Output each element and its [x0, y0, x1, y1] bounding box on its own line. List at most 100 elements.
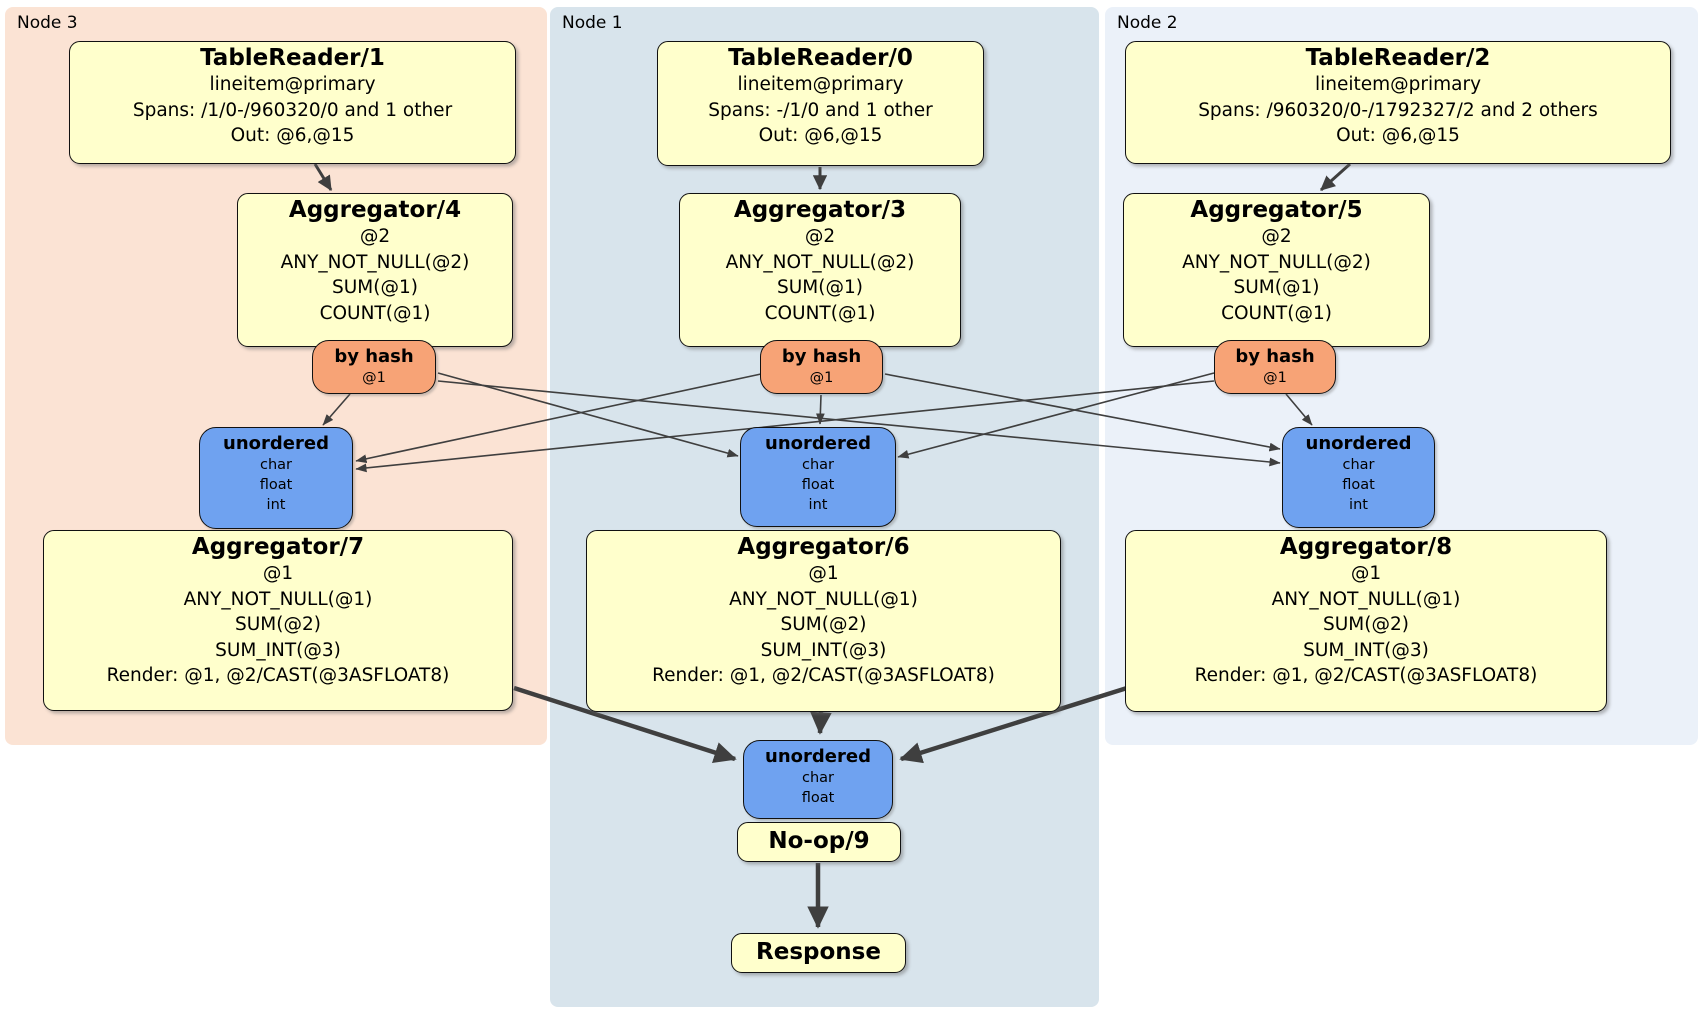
node-detail: float: [801, 477, 835, 493]
node-detail: ANY_NOT_NULL(@1): [1271, 588, 1461, 610]
node-detail: int: [266, 497, 286, 513]
edge-by-hash-5-to-unordered-8: [1285, 393, 1313, 426]
node-title: unordered: [765, 746, 871, 767]
edge-table-reader-2-to-aggregator-5: [1319, 162, 1352, 192]
node-detail: SUM(@2): [780, 614, 867, 635]
node-detail: char: [801, 457, 834, 473]
node-detail: Render: @1, @2/CAST(@3ASFLOAT8): [652, 665, 995, 686]
node-detail: char: [1342, 457, 1375, 473]
node-detail: SUM_INT(@3): [1303, 639, 1429, 661]
node-title: Aggregator/5: [1190, 197, 1363, 223]
node-title: TableReader/0: [728, 45, 913, 71]
node-detail: lineitem@primary: [209, 74, 376, 95]
region-label-node3: Node 3: [17, 13, 78, 33]
router-by-hash-5: by hash @1: [1214, 340, 1336, 394]
node-detail: int: [808, 497, 828, 513]
edge-by-hash-4-to-unordered-8: [437, 380, 1281, 467]
node-title: TableReader/1: [200, 45, 385, 71]
node-detail: COUNT(@1): [1221, 302, 1332, 324]
node-detail: Out: @6,@15: [230, 125, 355, 146]
node-title: Aggregator/4: [288, 197, 462, 223]
node-detail: ANY_NOT_NULL(@1): [729, 588, 918, 610]
node-detail: @1: [1263, 370, 1287, 386]
edge-by-hash-3-to-unordered-8: [884, 373, 1281, 452]
node-title: Aggregator/6: [737, 534, 910, 560]
edge-table-reader-1-to-aggregator-4: [313, 163, 333, 192]
node-detail: @1: [262, 563, 294, 584]
node-detail: ANY_NOT_NULL(@1): [183, 588, 373, 610]
node-title: Response: [756, 939, 881, 965]
node-detail: Spans: /1/0-/960320/0 and 1 other: [132, 99, 453, 121]
node-detail: char: [259, 457, 292, 473]
node-title: unordered: [223, 433, 329, 454]
node-detail: COUNT(@1): [764, 302, 876, 324]
node-detail: SUM_INT(@3): [760, 639, 887, 661]
node-detail: SUM(@2): [1323, 614, 1409, 635]
node-detail: float: [1342, 477, 1375, 493]
router-by-hash-3: by hash @1: [760, 340, 883, 394]
node-detail: @1: [809, 370, 834, 386]
node-detail: Spans: -/1/0 and 1 other: [708, 99, 933, 121]
node-detail: lineitem@primary: [1314, 74, 1482, 95]
node-detail: ANY_NOT_NULL(@2): [725, 251, 915, 273]
edge-by-hash-3-to-unordered-7: [355, 373, 762, 464]
node-detail: Render: @1, @2/CAST(@3ASFLOAT8): [1194, 665, 1538, 686]
processor-response: Response: [731, 933, 906, 973]
node-detail: SUM_INT(@3): [215, 639, 341, 661]
node-detail: Out: @6,@15: [758, 125, 883, 146]
node-title: Aggregator/3: [733, 197, 907, 223]
router-by-hash-4: by hash @1: [312, 340, 436, 394]
sync-unordered-7: unordered char float int: [199, 427, 353, 529]
region-label-node2: Node 2: [1117, 13, 1178, 33]
node-title: Aggregator/7: [191, 534, 365, 560]
edge-aggregator-8-to-unordered-final: [899, 685, 1128, 764]
node-detail: @1: [1350, 563, 1382, 584]
node-detail: SUM(@2): [235, 614, 321, 635]
node-title: unordered: [765, 433, 871, 454]
node-detail: Spans: /960320/0-/1792327/2 and 2 others: [1198, 99, 1598, 121]
edge-by-hash-4-to-unordered-6: [437, 372, 739, 458]
edge-aggregator-7-to-unordered-final: [513, 685, 737, 763]
node-detail: SUM(@1): [1233, 277, 1320, 298]
node-detail: COUNT(@1): [319, 302, 431, 324]
node-detail: float: [801, 790, 835, 806]
processor-no-op-9: No-op/9: [737, 822, 901, 862]
node-title: by hash: [1235, 346, 1315, 367]
node-detail: ANY_NOT_NULL(@2): [280, 251, 470, 273]
node-detail: @1: [362, 370, 386, 386]
node-detail: int: [1349, 497, 1368, 513]
node-detail: Out: @6,@15: [1336, 125, 1460, 146]
edge-aggregator-6-to-unordered-final: [810, 711, 832, 735]
node-detail: ANY_NOT_NULL(@2): [1182, 251, 1371, 273]
edge-by-hash-5-to-unordered-7: [355, 380, 1215, 473]
node-title: unordered: [1305, 433, 1412, 454]
node-detail: @2: [359, 226, 391, 247]
node-title: by hash: [334, 346, 414, 367]
node-detail: Render: @1, @2/CAST(@3ASFLOAT8): [106, 665, 450, 686]
sync-unordered-8: unordered char float int: [1282, 427, 1435, 528]
edge-by-hash-3-to-unordered-6: [815, 394, 825, 425]
sync-unordered-6: unordered char float int: [740, 427, 896, 527]
region-label-node1: Node 1: [562, 13, 623, 33]
node-detail: SUM(@1): [777, 277, 863, 298]
node-detail: @2: [804, 226, 836, 247]
node-title: by hash: [781, 346, 862, 367]
node-detail: lineitem@primary: [737, 74, 904, 95]
node-detail: float: [259, 477, 293, 493]
edge-by-hash-4-to-unordered-7: [322, 393, 351, 426]
node-title: TableReader/2: [1305, 45, 1491, 71]
node-detail: @2: [1261, 226, 1292, 247]
node-detail: SUM(@1): [332, 277, 418, 298]
